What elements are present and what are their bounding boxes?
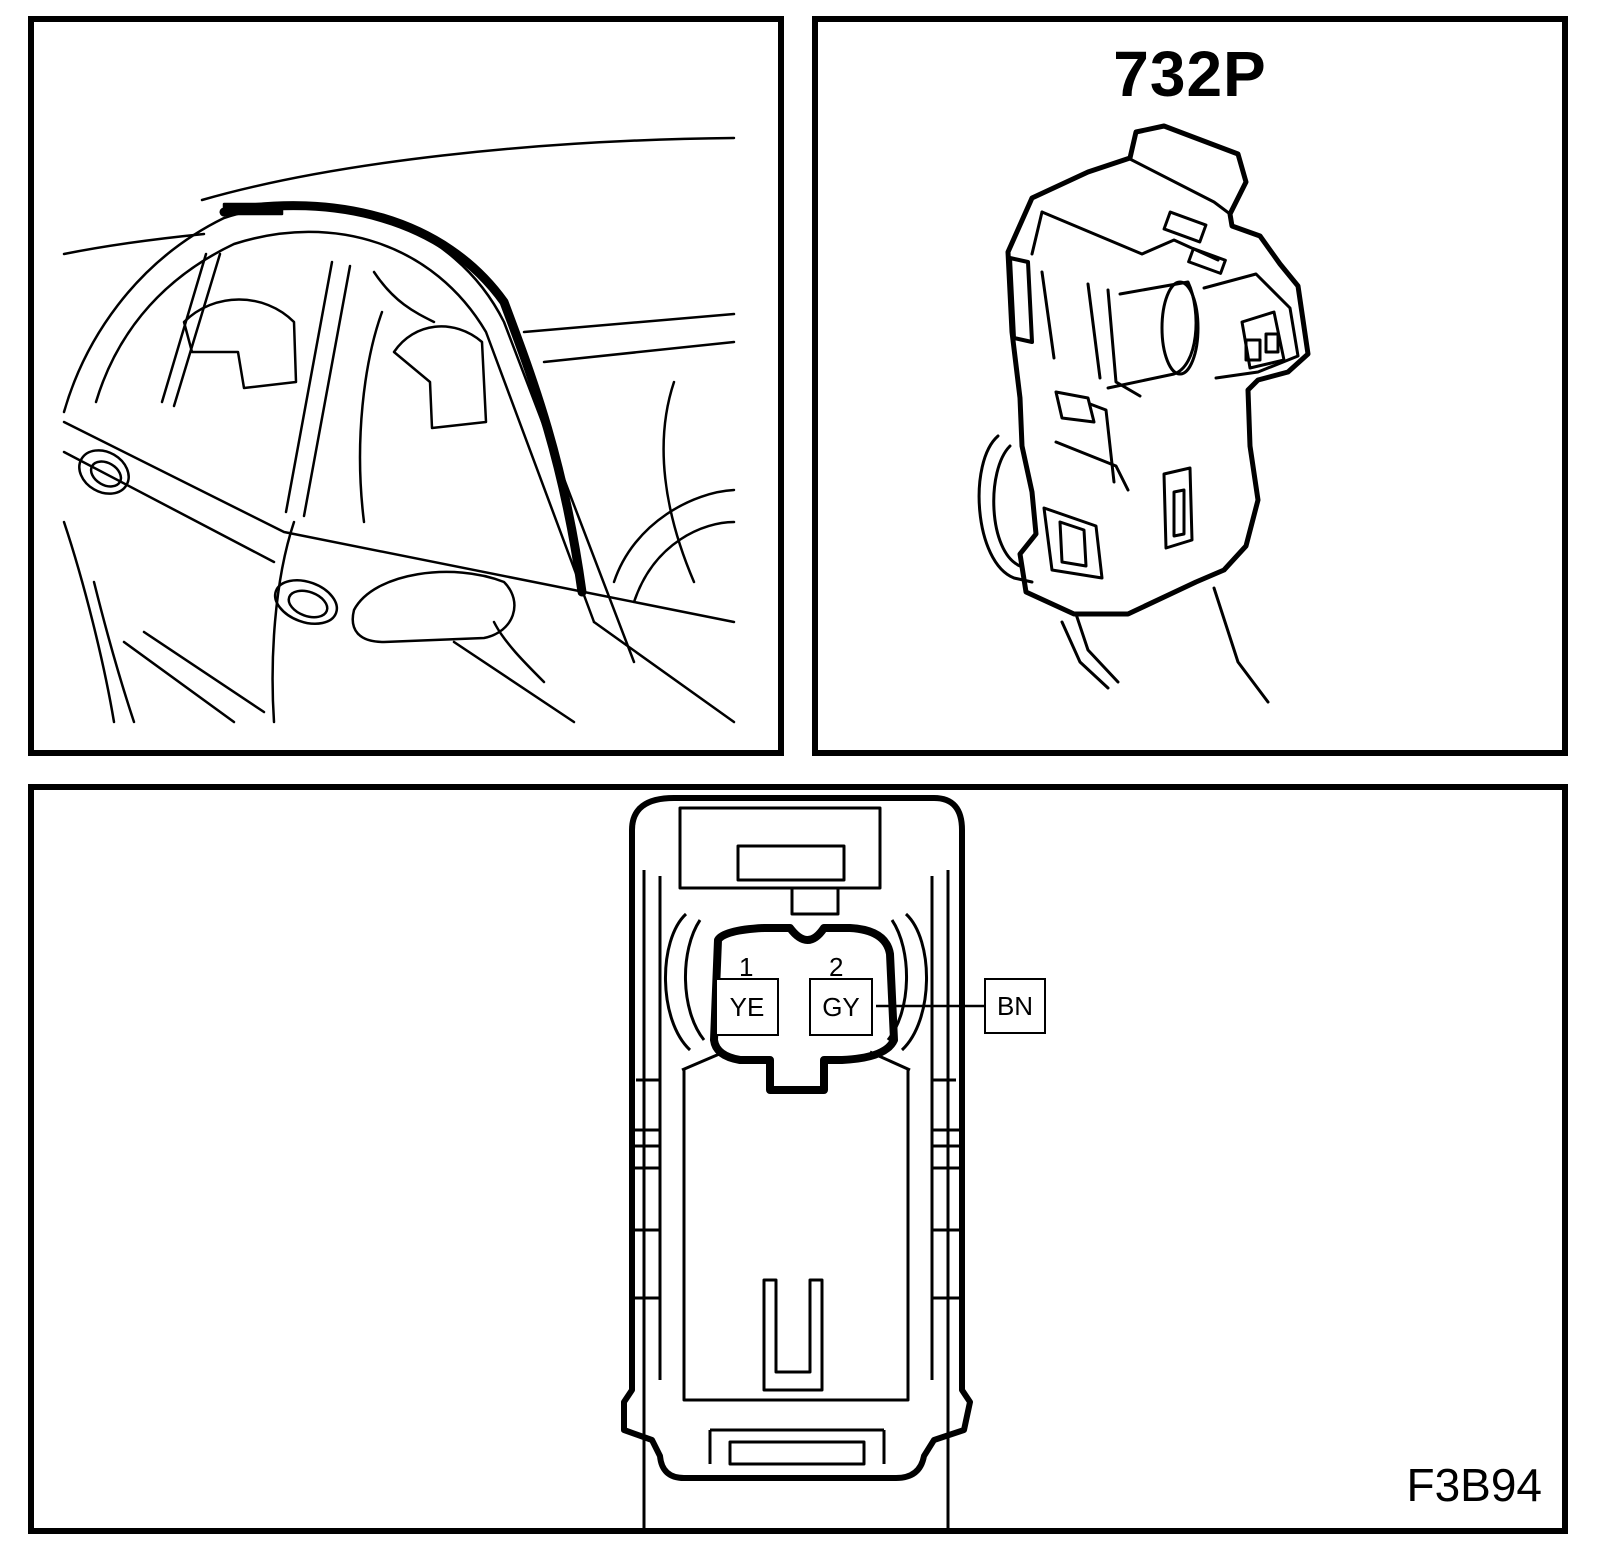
connector-face-illustration <box>621 795 986 1528</box>
car-door-illustration <box>62 136 736 724</box>
pin-1-wire-color: YE <box>715 978 779 1036</box>
pin-2-number: 2 <box>829 952 844 982</box>
wire-label-box: BN <box>984 978 1046 1034</box>
connector-3d-panel: 732P <box>812 16 1568 756</box>
pin-1-number: 1 <box>739 952 754 982</box>
figure-id: F3B94 <box>1406 1459 1542 1511</box>
car-location-panel <box>28 16 784 756</box>
pin-2-wire-color: GY <box>809 978 873 1036</box>
connector-face-panel: 1 2 YE GY BN F3B94 <box>28 784 1568 1534</box>
connector-part-number: 732P <box>1113 38 1267 110</box>
connector-3d-illustration <box>977 123 1311 704</box>
